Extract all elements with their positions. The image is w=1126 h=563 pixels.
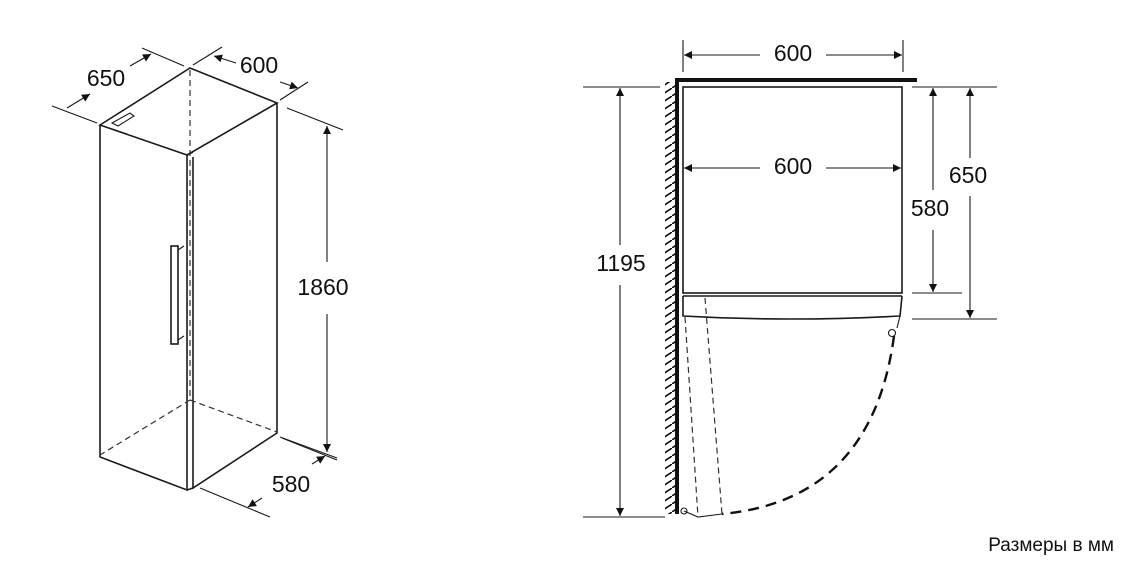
fridge-side <box>192 103 278 490</box>
label-580: 580 <box>272 471 310 497</box>
wall-outline <box>675 78 917 514</box>
hinge-point <box>887 328 897 338</box>
dim-inner-width: 600 <box>684 153 901 179</box>
label-1195: 1195 <box>596 250 645 276</box>
door-open-edge <box>684 316 699 518</box>
label-650: 650 <box>87 65 125 91</box>
dim-width-600: 600 <box>192 46 309 101</box>
label-plan-580: 580 <box>911 195 949 221</box>
fridge-door-front <box>99 125 188 492</box>
label-plan-600-inner: 600 <box>774 153 812 179</box>
dim-depth-580: 580 <box>199 436 338 518</box>
fridge-top <box>98 67 279 156</box>
wall-hatching <box>665 82 676 514</box>
label-600: 600 <box>240 52 278 78</box>
dim-height-1860: 1860 <box>281 107 349 461</box>
label-plan-600-top: 600 <box>774 40 812 66</box>
door-closed <box>682 295 903 320</box>
fridge-isometric <box>98 67 279 492</box>
hinge-point-open <box>680 507 688 515</box>
dim-overall-width: 600 <box>682 40 904 72</box>
top-hinge <box>110 112 135 127</box>
fridge-plan-view <box>665 78 917 518</box>
label-1860: 1860 <box>297 274 348 300</box>
cabinet-body <box>682 86 903 294</box>
units-caption: Размеры в мм <box>988 535 1114 556</box>
door-swing-arc <box>721 335 896 516</box>
door-handle <box>170 245 185 345</box>
label-plan-650: 650 <box>949 162 987 188</box>
dim-depth-650: 650 <box>51 47 185 124</box>
dim-body-depth-580: 580 <box>911 88 962 294</box>
dim-open-depth-1195: 1195 <box>583 86 665 518</box>
dim-total-depth-650: 650 <box>912 86 997 320</box>
